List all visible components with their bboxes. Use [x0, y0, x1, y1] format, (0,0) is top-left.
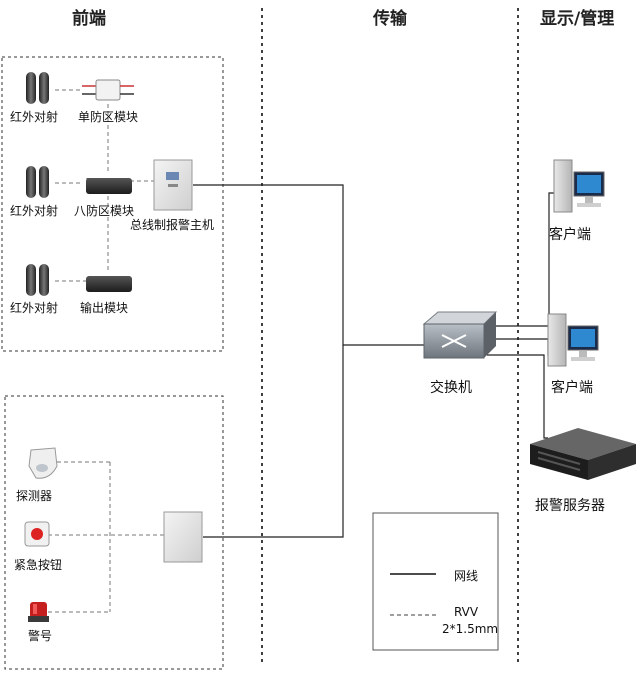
- label-bus-alarm-host: 总线制报警主机: [130, 218, 215, 232]
- label-ir-3: 红外对射: [10, 301, 59, 315]
- section-front-title: 前端: [72, 9, 106, 29]
- single-zone-module-icon: [82, 79, 134, 101]
- section-transmission-title: 传输: [373, 9, 407, 29]
- label-detector: 探测器: [16, 489, 53, 503]
- eight-zone-module-icon: [86, 178, 132, 194]
- label-ir-2: 红外对射: [10, 204, 59, 218]
- label-siren: 警号: [28, 629, 53, 643]
- network-wires: [193, 184, 555, 538]
- rvv-wires: [48, 89, 164, 613]
- front-group-bottom: [4, 395, 224, 670]
- client-pc-icon-2: [547, 313, 599, 367]
- alarm-panel-icon: [163, 511, 203, 563]
- switch-icon: [422, 311, 498, 359]
- ir-beam-icon-2: [26, 166, 49, 198]
- label-alarm-server: 报警服务器: [535, 498, 605, 514]
- label-eight-zone-module: 八防区模块: [74, 204, 135, 218]
- label-single-zone-module: 单防区模块: [78, 110, 139, 124]
- legend-network-label: 网线: [454, 569, 479, 583]
- legend-box: [372, 512, 499, 651]
- front-group-top: [1, 56, 224, 352]
- detector-icon: [28, 447, 58, 479]
- label-ir-1: 红外对射: [10, 110, 59, 124]
- ir-beam-icon-3: [26, 264, 49, 296]
- alarm-server-icon: [530, 428, 636, 480]
- siren-icon: [28, 602, 49, 622]
- emergency-button-icon: [24, 521, 50, 547]
- label-client-2: 客户端: [551, 380, 593, 396]
- legend-rvv-label: RVV: [454, 605, 479, 619]
- label-emergency-button: 紧急按钮: [14, 558, 63, 572]
- output-module-icon: [86, 276, 132, 292]
- bus-alarm-host-icon: [153, 159, 193, 211]
- ir-beam-icon-1: [26, 72, 49, 104]
- label-switch: 交换机: [430, 380, 472, 396]
- label-output-module: 输出模块: [80, 301, 129, 315]
- section-display-title: 显示/管理: [540, 9, 615, 29]
- client-pc-icon-1: [553, 159, 605, 213]
- label-client-1: 客户端: [549, 227, 591, 243]
- legend-rvv-spec: 2*1.5mm: [442, 622, 499, 636]
